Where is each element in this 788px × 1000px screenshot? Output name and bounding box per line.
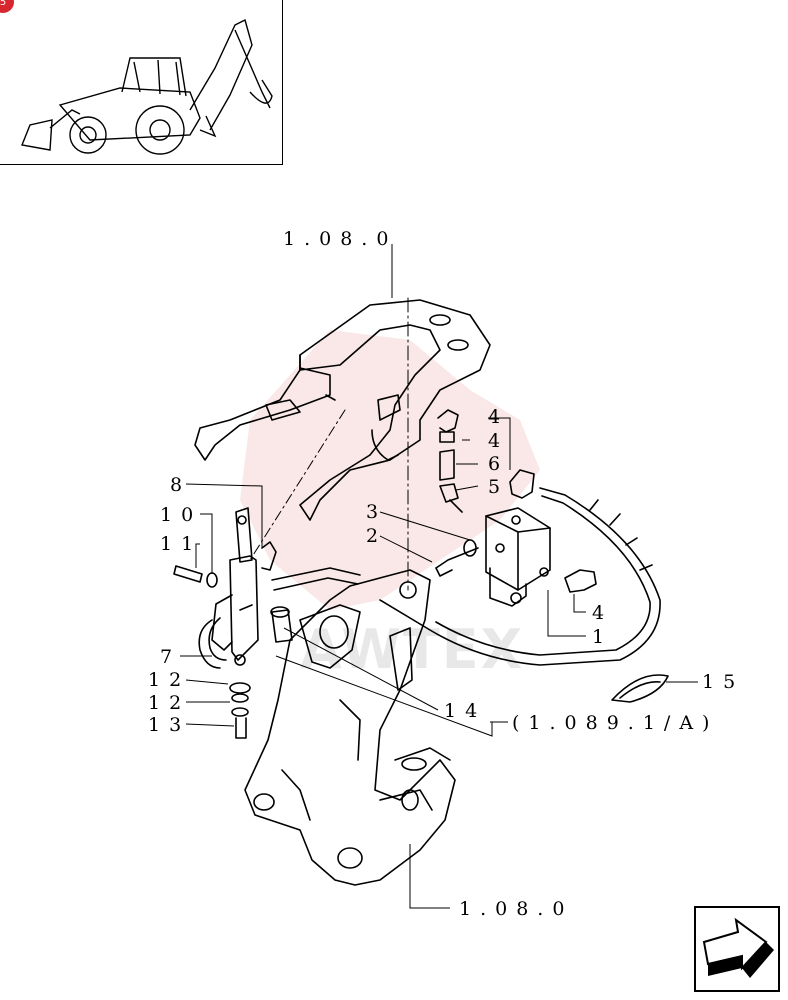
next-page-button[interactable] [694, 906, 780, 992]
callout-7: 7 [160, 646, 182, 668]
callout-14: 14 [444, 700, 487, 722]
cylinder [229, 555, 259, 661]
callout-12b: 12 [148, 692, 191, 714]
page-badge: 5 [0, 0, 14, 13]
callout-11: 11 [160, 533, 203, 555]
callout-1: 1 [592, 626, 614, 648]
thumbnail-frame: 5 [0, 0, 283, 165]
ref-side-label: (1.089.1/A) [512, 712, 719, 734]
callout-13: 13 [148, 714, 191, 736]
upper-bracket [299, 299, 491, 521]
callout-8: 8 [170, 474, 192, 496]
callout-3: 3 [366, 501, 388, 523]
ref-bottom-label: 1.08.0 [459, 898, 574, 920]
callout-2: 2 [366, 525, 388, 547]
callout-5: 5 [488, 476, 510, 498]
valve-block [485, 507, 551, 591]
callout-4c: 4 [592, 602, 614, 624]
callout-15: 15 [702, 671, 745, 693]
next-page-arrow-icon [694, 906, 780, 992]
backhoe-loader-thumbnail [21, 18, 273, 155]
callout-4b: 4 [488, 430, 510, 452]
main-casting [244, 569, 456, 886]
callout-10: 10 [160, 504, 203, 526]
callout-4a: 4 [488, 406, 510, 428]
callout-6: 6 [488, 453, 510, 475]
ref-top-label: 1.08.0 [283, 228, 398, 250]
callout-12a: 12 [148, 669, 191, 691]
